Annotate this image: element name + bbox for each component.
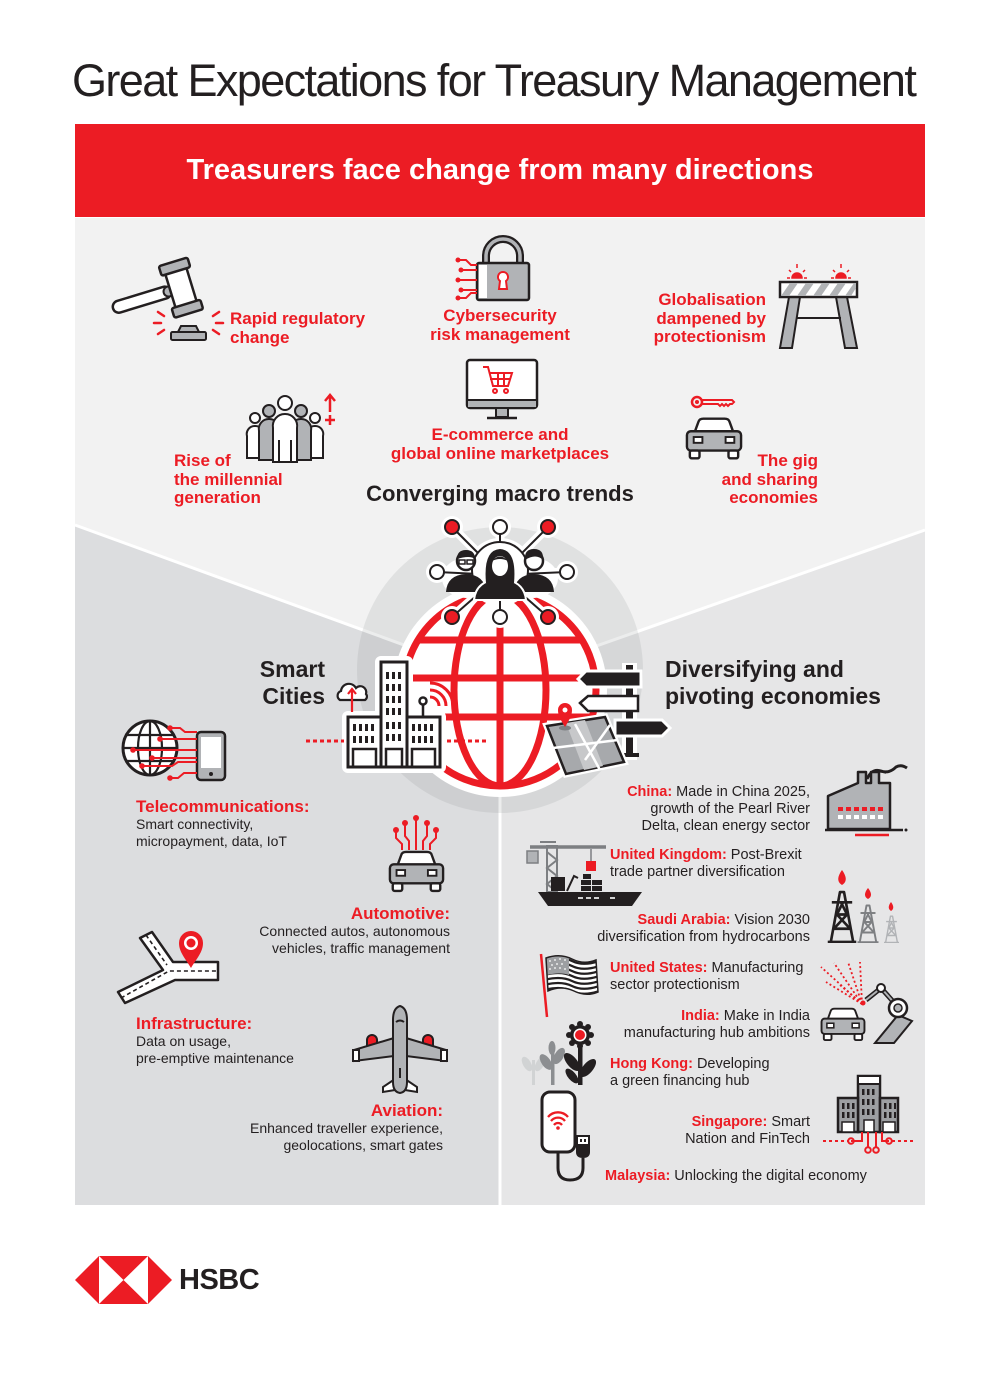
diversifying-heading: Diversifying and pivoting economies bbox=[665, 656, 881, 709]
banner-text: Treasurers face change from many directi… bbox=[186, 154, 814, 186]
signpost-map-icon bbox=[542, 663, 673, 779]
gavel-icon bbox=[111, 256, 225, 341]
location-pin-icon bbox=[558, 703, 572, 727]
crowd-people-icon bbox=[245, 393, 336, 463]
cloud-upload-icon bbox=[336, 682, 369, 712]
cargo-ship-crane-icon bbox=[526, 841, 642, 906]
smart-city-item-aviation: Aviation: Enhanced traveller experience,… bbox=[249, 1101, 443, 1153]
trend-label-globalisation: Globalisation dampened by protectionism bbox=[653, 290, 766, 346]
hsbc-logo-text: HSBC bbox=[179, 1264, 260, 1296]
plant-growth-icon bbox=[521, 1021, 597, 1085]
wifi-signal-icon bbox=[429, 681, 455, 707]
economy-item-india: India:Make in India manufacturing hub am… bbox=[623, 1008, 810, 1041]
page-title: Great Expectations for Treasury Manageme… bbox=[72, 55, 917, 106]
smart-city-item-telecommunications: Telecommunications: Smart connectivity, … bbox=[136, 797, 310, 849]
airplane-icon bbox=[352, 1004, 448, 1095]
smart-city-item-infrastructure: Infrastructure: Data on usage, pre-empti… bbox=[136, 1014, 294, 1066]
roadblock-barrier-icon bbox=[778, 264, 859, 349]
shopping-cart-monitor-icon bbox=[465, 358, 539, 420]
robot-arm-car-icon bbox=[820, 961, 914, 1044]
oil-rig-icon bbox=[826, 870, 900, 943]
globe-phone-icon bbox=[121, 719, 227, 782]
smart-building-icon bbox=[823, 1074, 914, 1154]
header-banner: Treasurers face change from many directi… bbox=[75, 124, 925, 217]
smart-city-item-automotive: Automotive: Connected autos, autonomous … bbox=[259, 904, 450, 956]
factory-icon bbox=[825, 764, 908, 837]
trend-label-gig-economy: The gig and sharing economies bbox=[721, 451, 818, 507]
arrow-up-plus-icon bbox=[324, 393, 336, 425]
smart-cities-heading: Smart Cities bbox=[259, 656, 325, 709]
economy-item-hong-kong: Hong Kong:Developing a green financing h… bbox=[610, 1056, 770, 1089]
trend-label-ecommerce: E-commerce and global online marketplace… bbox=[390, 425, 610, 463]
connected-car-icon bbox=[388, 815, 445, 893]
economy-item-malaysia: Malaysia:Unlocking the digital economy bbox=[605, 1168, 867, 1184]
warning-light-icon bbox=[787, 264, 851, 279]
hsbc-hexagon-logo bbox=[75, 1256, 172, 1304]
economy-item-china: China:Made in China 2025, growth of the … bbox=[627, 784, 810, 834]
trend-label-millennials: Rise of the millennial generation bbox=[174, 451, 283, 507]
people-network-icon bbox=[426, 516, 578, 628]
mobile-charger-icon bbox=[540, 1090, 590, 1182]
trend-label-regulatory: Rapid regulatory change bbox=[230, 309, 366, 347]
economy-item-saudi-arabia: Saudi Arabia:Vision 2030 diversification… bbox=[597, 912, 810, 945]
road-location-pin-icon bbox=[116, 930, 220, 1005]
flame-icon bbox=[838, 870, 894, 911]
smart-city-building-icon bbox=[306, 656, 486, 773]
padlock-icon bbox=[455, 235, 531, 302]
economy-item-united-states: United States:Manufacturing sector prote… bbox=[610, 960, 804, 993]
converging-trends-heading: Converging macro trends bbox=[366, 481, 634, 506]
car-key-icon bbox=[685, 395, 743, 460]
economy-item-united-kingdom: United Kingdom:Post-Brexit trade partner… bbox=[610, 847, 802, 880]
economy-item-singapore: Singapore:Smart Nation and FinTech bbox=[685, 1114, 810, 1147]
trend-label-cybersecurity: Cybersecurity risk management bbox=[430, 306, 570, 344]
